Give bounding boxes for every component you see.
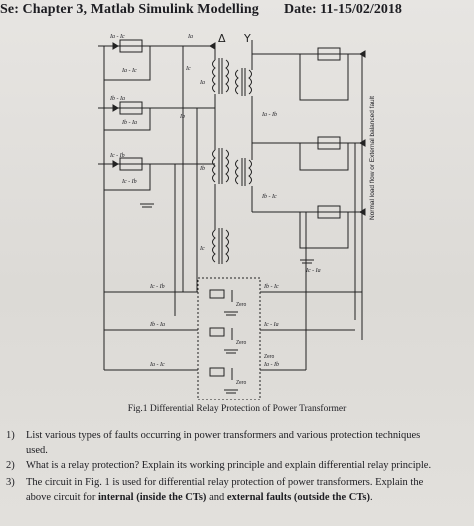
label-zero-3: Zero [264, 354, 275, 360]
question-3-text: The circuit in Fig. 1 is used for differ… [26, 477, 424, 488]
label-ia-ib-bot: Ia - Ib [263, 362, 279, 368]
label-ic: Ic [185, 66, 191, 72]
question-3-cont-post: . [369, 492, 373, 503]
label-ib-ia-2: Ib - Ia [121, 120, 137, 126]
question-1-continuation: used. [26, 445, 48, 456]
label-ic-ib: Ic - Ib [109, 153, 125, 159]
label-ib-small: Ib [199, 166, 205, 172]
ct-secondary-b [317, 136, 341, 150]
label-ic-small: Ic [199, 246, 205, 252]
vertical-note: Normal load flow or External balanced fa… [369, 96, 376, 220]
question-2-text: What is a relay protection? Explain its … [26, 460, 432, 471]
question-3-continuation: above circuit for internal (inside the C… [6, 490, 470, 505]
differential-relay-diagram: Ia - Ic Ia - Ic Ib - Ia Ib - Ia Ic - Ib … [98, 32, 376, 400]
delta-wire-3 [103, 164, 151, 191]
chapter-heading: Se: Chapter 3, Matlab Simulink Modelling [0, 2, 259, 17]
label-zero-1: Zero [236, 302, 247, 308]
question-2: 2) What is a relay protection? Explain i… [6, 458, 470, 473]
ground-symbol-2 [300, 259, 314, 264]
question-3-cont-pre: above circuit for [26, 492, 99, 503]
wye-symbol: Y [243, 32, 251, 45]
label-zero-2: Zero [236, 340, 247, 346]
transformer-a [212, 58, 229, 94]
label-ic-ia-r: Ic - Ia [305, 268, 321, 274]
label-ic-ib-2: Ic - Ib [121, 179, 137, 185]
label-ia-ib-r: Ia - Ib [261, 112, 277, 118]
relay-coil-1 [209, 289, 225, 299]
label-zero-4: Zero [236, 380, 247, 386]
delta-wire-2 [103, 108, 151, 131]
label-ia: Ia [187, 34, 193, 40]
figure-caption: Fig.1 Differential Relay Protection of P… [127, 404, 347, 414]
question-1-number: 1) [6, 430, 15, 441]
question-3-number: 3) [6, 477, 15, 488]
transformer-c [212, 228, 229, 264]
question-3-cont-mid: and [206, 492, 227, 503]
question-2-number: 2) [6, 460, 15, 471]
wye-wire-3 [299, 212, 349, 249]
question-1: 1) List various types of faults occurrin… [6, 428, 470, 443]
label-ia-ic-bot: Ia - Ic [149, 362, 165, 368]
label-ib-ic-bot: Ib - Ic [263, 284, 279, 290]
question-3-bold-internal: internal (inside the CTs) [98, 492, 207, 503]
transformer-b [212, 148, 229, 184]
relay-coil-2 [209, 327, 225, 337]
ct-secondary-a [317, 47, 341, 61]
label-ib-ia-bot: Ib - Ia [149, 322, 165, 328]
ct-secondary-c [317, 205, 341, 219]
question-3: 3) The circuit in Fig. 1 is used for dif… [6, 475, 470, 490]
ct-primary-c [119, 157, 143, 171]
ground-symbol-1 [140, 203, 154, 208]
label-ib-ic-r: Ib - Ic [261, 194, 277, 200]
delta-wire-1 [103, 46, 151, 81]
ground-symbol-5 [224, 389, 238, 394]
ct-primary-a [119, 39, 143, 53]
ground-symbol-3 [224, 311, 238, 316]
delta-symbol: Δ [218, 32, 226, 45]
label-ib-ia: Ib - Ia [109, 96, 125, 102]
date-heading: Date: 11-15/02/2018 [284, 2, 402, 17]
question-1-text: List various types of faults occurring i… [26, 430, 421, 441]
label-ic-ia-bot: Ic - Ia [263, 322, 279, 328]
transformer-b2 [235, 158, 252, 186]
question-3-bold-external: external faults (outside the CTs) [226, 492, 370, 503]
label-ic-ib-bot: Ic - Ib [149, 284, 165, 290]
wye-wire-1 [299, 54, 349, 101]
ground-symbol-4 [224, 349, 238, 354]
ct-primary-b [119, 101, 143, 115]
label-ia-small: Ia [199, 80, 205, 86]
question-list: 1) List various types of faults occurrin… [6, 428, 470, 505]
relay-coil-3 [209, 367, 225, 377]
relay-box [197, 277, 261, 400]
label-ib: Ib [179, 114, 185, 120]
wye-wire-2 [299, 143, 349, 171]
transformer-a2 [235, 68, 252, 96]
label-ia-ic-top: Ia - Ic [109, 34, 125, 40]
label-ia-ic-2: Ia - Ic [121, 68, 137, 74]
